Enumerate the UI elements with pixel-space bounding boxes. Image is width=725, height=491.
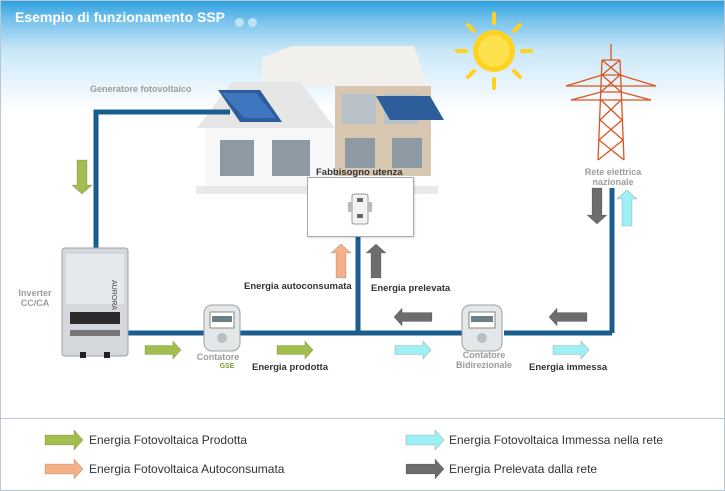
sun-icon xyxy=(455,12,533,90)
arrow-up-cyan-icon xyxy=(616,189,638,227)
socket-icon xyxy=(348,193,372,225)
meter-gse-device xyxy=(203,304,241,352)
title-decoration xyxy=(235,14,261,32)
arrow-down-green-icon xyxy=(71,159,93,195)
arrow-right-green-icon xyxy=(144,340,182,360)
legend-arrow-gray-icon xyxy=(405,458,445,480)
label-energia-immessa: Energia immessa xyxy=(529,362,608,373)
legend-arrow-cyan-icon xyxy=(405,429,445,451)
page-title: Esempio di funzionamento SSP xyxy=(15,9,226,25)
legend-arrow-green-icon xyxy=(44,429,84,451)
arrow-up-gray-icon xyxy=(365,243,387,279)
meter-bidirectional-device xyxy=(461,304,503,352)
fabbisogno-box xyxy=(307,177,414,237)
wiring-lines xyxy=(93,109,615,336)
arrow-up-orange-icon xyxy=(330,243,352,279)
label-generatore: Generatore fotovoltaico xyxy=(90,84,192,94)
arrow-right-green-icon xyxy=(276,340,314,360)
label-contatore-bidirezionale: Contatore Bidirezionale xyxy=(455,350,512,370)
arrow-right-cyan-icon xyxy=(552,340,590,360)
label-rete: Rete elettrica nazionale xyxy=(584,167,642,187)
gse-logo: GSE xyxy=(219,363,235,370)
power-tower-icon xyxy=(565,44,657,161)
legend-label-prelevata: Energia Prelevata dalla rete xyxy=(449,462,598,476)
arrow-down-gray-icon xyxy=(586,187,608,225)
legend-arrow-orange-icon xyxy=(44,458,84,480)
label-energia-prodotta: Energia prodotta xyxy=(252,362,329,373)
arrow-left-gray-icon xyxy=(393,307,433,327)
arrow-left-gray-icon xyxy=(548,307,588,327)
legend-label-prodotta: Energia Fotovoltaica Prodotta xyxy=(89,433,248,447)
label-fabbisogno: Fabbisogno utenza xyxy=(316,167,403,178)
arrow-right-cyan-icon xyxy=(394,340,432,360)
label-inverter: Inverter CC/CA xyxy=(18,288,52,308)
legend-separator xyxy=(1,418,724,419)
label-contatore: Contatore xyxy=(196,352,240,362)
legend-label-autoconsumata: Energia Fotovoltaica Autoconsumata xyxy=(89,462,285,476)
label-energia-prelevata: Energia prelevata xyxy=(371,283,451,294)
inverter-device xyxy=(61,247,129,358)
inverter-brand-text: AURORA xyxy=(110,280,117,310)
legend-label-immessa: Energia Fotovoltaica Immessa nella rete xyxy=(449,433,664,447)
label-energia-autoconsumata: Energia autoconsumata xyxy=(244,281,352,292)
